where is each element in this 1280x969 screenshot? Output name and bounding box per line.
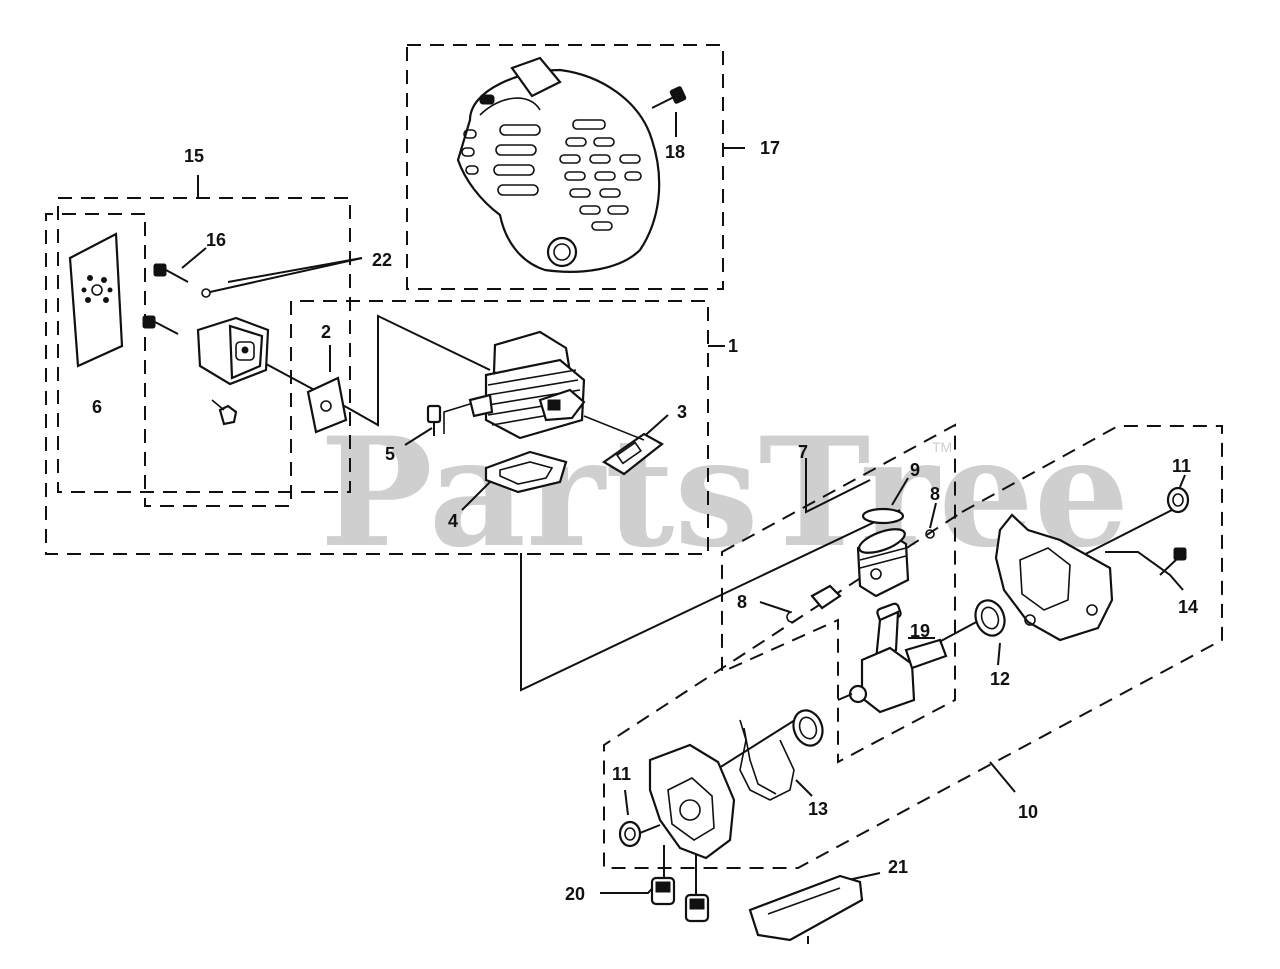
callout-9: 9: [910, 460, 920, 480]
crankcase-right-part: [994, 513, 1114, 642]
callout-10: 10: [1018, 802, 1038, 822]
engine-mount-parts: [650, 876, 710, 923]
exhaust-gasket-part: [583, 415, 664, 476]
callout-3: 3: [677, 402, 687, 422]
callout-7: 7: [798, 442, 808, 462]
base-gasket-part: [484, 450, 568, 494]
group-box-17: [406, 44, 724, 290]
bearing-part-12: [974, 599, 1006, 637]
callout-12: 12: [990, 669, 1010, 689]
callout-20: 20: [565, 884, 585, 904]
callout-11-left: 11: [612, 764, 631, 784]
callout-4: 4: [448, 511, 458, 531]
callout-1: 1: [728, 336, 738, 356]
callout-8-bottom: 8: [737, 592, 747, 612]
callout-14: 14: [1178, 597, 1198, 617]
crankcase-gasket-part: [739, 719, 795, 801]
bearing-part-left: [792, 709, 824, 747]
group-box-15-outer: [45, 213, 709, 555]
group-box-7: [721, 423, 956, 764]
callout-13: 13: [808, 799, 828, 819]
oil-seal-parts: [618, 486, 1190, 848]
callout-6: 6: [92, 397, 102, 417]
gasket-plate-part: [68, 232, 124, 368]
piston-clip-parts: [786, 529, 935, 623]
cover-bolt-part: [651, 86, 687, 109]
callout-8-top: 8: [930, 484, 940, 504]
callout-19: 19: [910, 621, 930, 641]
gasket-part-2: [306, 376, 348, 434]
callout-18: 18: [665, 142, 685, 162]
crankcase-left-part: [648, 743, 736, 860]
group-box-10: [603, 425, 1223, 869]
spark-plug-part: [426, 403, 471, 436]
engine-cover-part: [456, 56, 661, 273]
bottom-cover-part: [748, 874, 864, 944]
callout-2: 2: [321, 322, 331, 342]
callout-11-right: 11: [1172, 456, 1191, 476]
screw-parts: [142, 263, 211, 335]
crankcase-bolt-part: [1159, 547, 1187, 576]
callout-15: 15: [184, 146, 204, 166]
piston-ring-part: [861, 507, 905, 525]
piston-part: [810, 528, 910, 610]
watermark-trademark: TM: [932, 439, 952, 455]
callout-21: 21: [888, 857, 908, 877]
callout-22: 22: [372, 250, 392, 270]
cylinder-part: [468, 330, 586, 440]
callout-5: 5: [385, 444, 395, 464]
group-box-15-inner: [57, 197, 351, 493]
callout-16: 16: [206, 230, 226, 250]
callout-labels: 1 2 3 4 5 6 7 8 8 9 10 11 11 12 13 14 15…: [92, 138, 1198, 904]
callout-17: 17: [760, 138, 780, 158]
crankshaft-part: [837, 602, 948, 714]
carburetor-part: [196, 316, 270, 426]
